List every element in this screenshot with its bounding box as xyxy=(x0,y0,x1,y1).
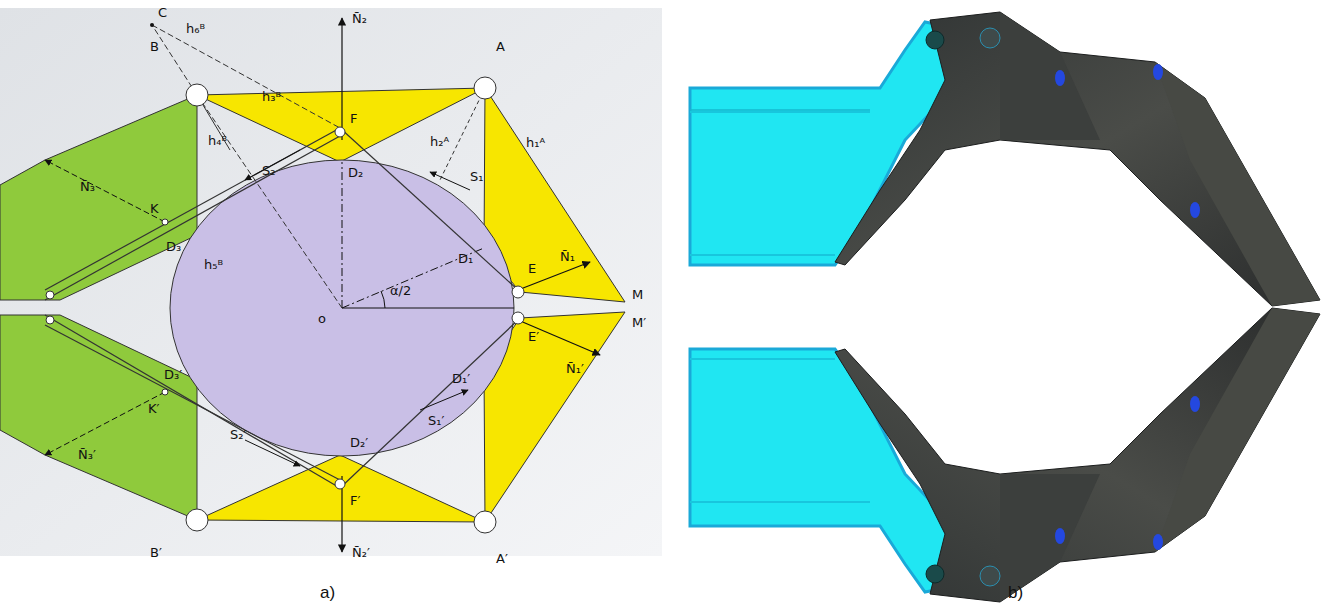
point-label: M′ xyxy=(632,316,646,330)
point-label: D₂ xyxy=(348,166,363,180)
point-label: S₁ xyxy=(470,170,483,184)
point-label: A xyxy=(496,40,505,54)
point-label: o xyxy=(318,312,326,326)
point-label: K′ xyxy=(148,402,159,416)
point-label: h₄ᴮ xyxy=(208,134,227,148)
point-label: E′ xyxy=(528,330,539,344)
point-label: M xyxy=(632,288,643,302)
gripper-3d-view xyxy=(690,12,1320,602)
point-label: D₂′ xyxy=(350,436,368,450)
point-label: h₂ᴬ xyxy=(430,135,449,149)
point-label: C xyxy=(158,6,167,20)
point-label: h₅ᴮ xyxy=(204,258,223,272)
point-label: N̄₂ xyxy=(352,12,367,26)
point-label: S₂′ xyxy=(230,428,246,442)
point-label: N̄₁ xyxy=(560,250,575,264)
point-label: h₁ᴬ xyxy=(526,136,545,150)
point-label: S₂ xyxy=(262,164,275,178)
point-label: α/2 xyxy=(390,284,411,298)
point-label: D₃′ xyxy=(164,368,182,382)
point-label: B xyxy=(150,40,159,54)
point-label: S₁′ xyxy=(428,414,444,428)
point-label: h₃ᴮ xyxy=(262,90,281,104)
point-label: F xyxy=(350,112,357,126)
point-label: N̄₁′ xyxy=(566,362,584,376)
panel-caption: b) xyxy=(1008,584,1023,603)
point-label: A′ xyxy=(496,552,508,566)
point-label: N̄₂′ xyxy=(352,546,370,560)
point-label: N̄₃ xyxy=(80,180,95,194)
point-label: h₆ᴮ xyxy=(186,22,205,36)
point-label: D₁′ xyxy=(452,372,470,386)
point-label: E xyxy=(528,262,536,276)
point-label: D₁ xyxy=(458,252,473,266)
panel-caption: a) xyxy=(320,584,335,603)
point-label: K xyxy=(150,202,159,216)
point-label: N̄₃′ xyxy=(78,448,96,462)
point-label: D₃ xyxy=(166,240,181,254)
point-label: B′ xyxy=(150,546,162,560)
point-label: F′ xyxy=(350,494,360,508)
